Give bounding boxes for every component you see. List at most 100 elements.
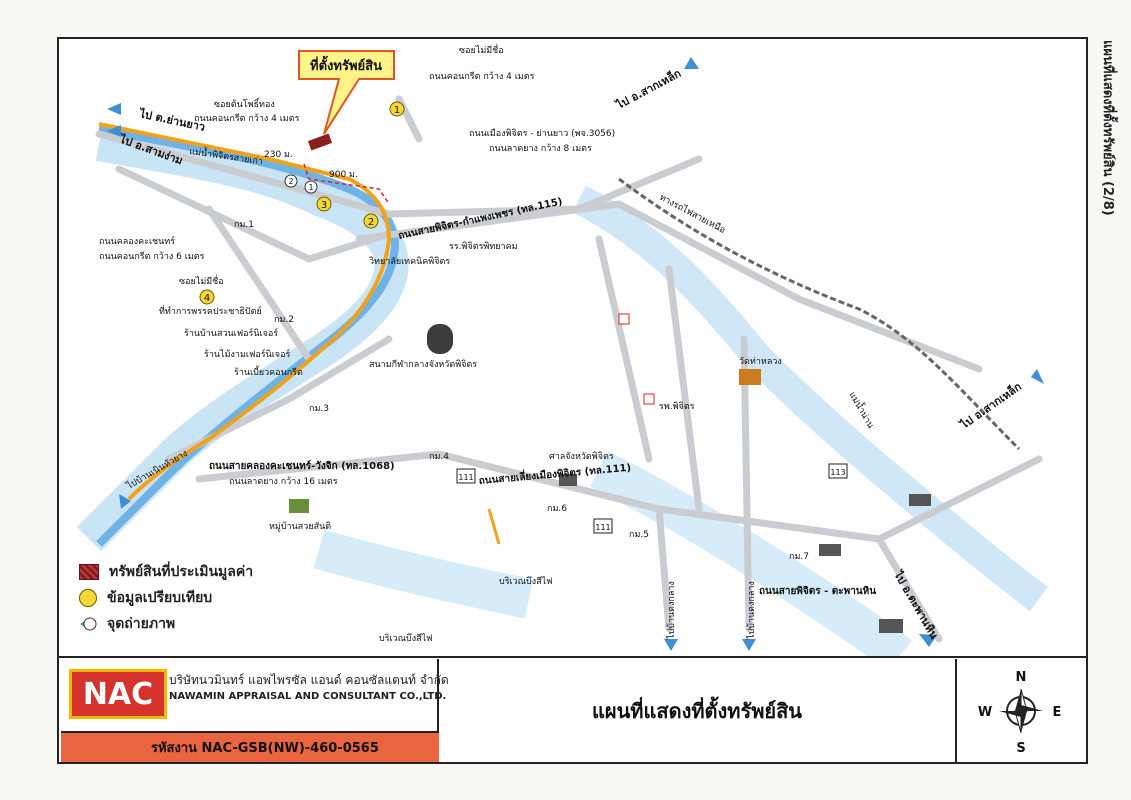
label-concrete-top: ถนนคอนกรีต กว้าง 4 เมตร xyxy=(429,71,535,82)
comparison-markers: 1 2 3 4 2 1 xyxy=(199,101,405,305)
location-map: ที่ตั้งทรัพย์สิน 1 2 3 4 2 1 xyxy=(76,43,1049,656)
road-dong-klang-1 xyxy=(655,505,673,633)
temple-icon xyxy=(739,369,761,385)
direction-arrows xyxy=(107,57,1044,651)
label-bueng-1: บริเวณบึงสีไฟ xyxy=(499,576,553,587)
legend-item-photo: จุดถ่ายภาพ xyxy=(79,611,309,637)
compass-n: N xyxy=(1016,670,1027,685)
hatch-swatch-icon xyxy=(79,564,99,580)
label-shop-wood: ร้านไม้งามเฟอร์นิเจอร์ xyxy=(204,348,290,360)
bueng-area xyxy=(590,451,912,656)
label-hospital: รพ.พิจิตร xyxy=(659,401,695,412)
marker-4 xyxy=(199,289,215,305)
marker-2-text: 2 xyxy=(368,217,374,228)
label-to-sak-lek-right: ไป อ.สากเหล็ก xyxy=(956,379,1024,433)
label-km1: กม.1 xyxy=(234,220,254,230)
map-title: แผนที่แสดงที่ตั้งทรัพย์สิน xyxy=(439,659,957,762)
label-road-115: ถนนสายพิจิตร-กำแพงเพชร (ทล.115) xyxy=(397,195,563,242)
label-laterite-16m: ถนนลาดยาง กว้าง 16 เมตร xyxy=(229,476,338,487)
label-shield-113: 113 xyxy=(830,468,845,477)
arrow-down-2 xyxy=(664,639,678,651)
shield-113-box xyxy=(828,463,848,479)
label-dong-klang-1: ไปบ้านดงกลาง xyxy=(666,581,677,640)
label-stadium: สนามกีฬากลางจังหวัดพิจิตร xyxy=(369,359,477,370)
landmark-icons xyxy=(289,313,931,633)
property-parcel xyxy=(307,133,333,151)
railway-line xyxy=(618,177,1021,451)
main-road-orange xyxy=(98,122,392,501)
label-khlong-road: ถนนคลองคะเชนทร์ xyxy=(99,235,175,247)
bueng-area-2 xyxy=(313,529,534,619)
label-wat: วัดท่าหลวง xyxy=(739,357,782,367)
road-dong-klang-2 xyxy=(740,335,753,633)
arrow-down-3 xyxy=(742,639,756,651)
label-land-office: ที่ทำการพรรคประชาธิปัตย์ xyxy=(159,304,262,317)
side-label: แผนที่แสดงที่ตั้งทรัพย์สิน (2/8) xyxy=(1100,40,1115,216)
village-icon xyxy=(289,499,309,513)
compass-needle-n xyxy=(1015,689,1021,711)
hospital-icon-2 xyxy=(643,393,655,405)
label-road-3056: ถนนเมืองพิจิตร - ย่านยาว (พจ.3056) xyxy=(469,128,615,139)
arrow-down-left xyxy=(119,494,131,509)
arrow-up-2 xyxy=(1031,369,1044,384)
road-sam-ngam xyxy=(115,165,393,263)
photo-point-2 xyxy=(284,174,298,188)
building-icon-2 xyxy=(909,494,931,506)
photo-point-icon xyxy=(80,617,97,631)
building-icon xyxy=(819,544,841,556)
label-shield-111b: 111 xyxy=(595,523,610,532)
road-top xyxy=(95,130,703,218)
label-road-1068: ถนนสายคลองคะเชนทร์-วังจิก (ทล.1068) xyxy=(209,460,395,472)
compass-e: E xyxy=(1053,705,1062,720)
label-village: หมู่บ้านสวยสันติ xyxy=(269,521,331,532)
label-230: 230 ม. xyxy=(264,150,293,160)
road-115 xyxy=(355,200,983,373)
marker-4-text: 4 xyxy=(204,293,210,304)
company-name-en: NAWAMIN APPRAISAL AND CONSULTANT CO.,LTD… xyxy=(169,691,447,702)
label-pichit-taphan: ถนนสายพิจิตร - ตะพานหิน xyxy=(759,585,876,597)
shield-111a-box xyxy=(456,468,476,484)
shield-111b-box xyxy=(593,518,613,534)
label-shop-garden: ร้านบ้านสวนเฟอร์นิเจอร์ xyxy=(184,327,278,339)
arrow-up-1 xyxy=(684,57,699,69)
company-name-th: บริษัทนวมินทร์ แอพไพรซัล แอนด์ คอนซัลแตน… xyxy=(169,673,449,687)
road-mid-1 xyxy=(595,235,653,463)
label-soi-ton-pho: ซอยต้นโพธิ์ทอง xyxy=(214,97,275,110)
label-to-yan-yao: ไป ต.ย่านยาว xyxy=(136,106,206,134)
building-icon-3 xyxy=(879,619,903,633)
legend-label: จุดถ่ายภาพ xyxy=(107,616,176,632)
marker-1 xyxy=(389,101,405,117)
road-khlong xyxy=(205,205,313,363)
company-block: NAC บริษัทนวมินทร์ แอพไพรซัล แอนด์ คอนซั… xyxy=(61,659,449,731)
legend-item-comparison: ข้อมูลเปรียบเทียบ xyxy=(79,585,309,611)
label-court: ศาลจังหวัดพิจิตร xyxy=(549,451,614,462)
label-pichit-school: รร.พิจิตรพิทยาคม xyxy=(449,241,518,252)
legend-label: ข้อมูลเปรียบเทียบ xyxy=(107,590,213,606)
label-to-sak-lek-top: ไป อ.สากเหล็ก xyxy=(612,66,683,113)
arrow-left-1 xyxy=(107,103,121,115)
label-river-nan: แม่น้ำน่าน xyxy=(846,389,877,430)
label-bueng-2: บริเวณบึงสีไฟ xyxy=(379,633,433,644)
label-laterite-8m: ถนนลาดยาง กว้าง 8 เมตร xyxy=(489,143,592,154)
photo-point-2-text: 2 xyxy=(288,177,293,186)
legend-item-property: ทรัพย์สินที่ประเมินมูลค่า xyxy=(79,559,309,585)
compass-needle-s2 xyxy=(1021,711,1027,733)
label-concrete-6m: ถนนคอนกรีต กว้าง 6 เมตร xyxy=(99,251,205,262)
label-km6: กม.6 xyxy=(547,504,567,514)
label-soi-left: ซอยไม่มีชื่อ xyxy=(179,274,224,287)
marker-1-text: 1 xyxy=(394,105,400,116)
label-km3: กม.3 xyxy=(309,404,329,414)
label-km7: กม.7 xyxy=(789,552,809,562)
label-dong-klang-2: ไปบ้านดงกลาง xyxy=(746,581,757,640)
compass-needle-w xyxy=(999,711,1021,717)
court-icon xyxy=(559,474,577,486)
orange-connector xyxy=(487,508,501,545)
road-mid-2 xyxy=(665,265,703,513)
marker-3-text: 3 xyxy=(321,200,327,211)
legend-label: ทรัพย์สินที่ประเมินมูลค่า xyxy=(109,564,254,580)
job-code: รหัสงาน NAC-GSB(NW)-460-0565 xyxy=(61,731,439,762)
river-old xyxy=(96,125,399,547)
label-concrete-left: ถนนคอนกรีต กว้าง 4 เมตร xyxy=(194,113,300,124)
label-km2: กม.2 xyxy=(274,315,294,325)
divider xyxy=(59,656,1086,658)
